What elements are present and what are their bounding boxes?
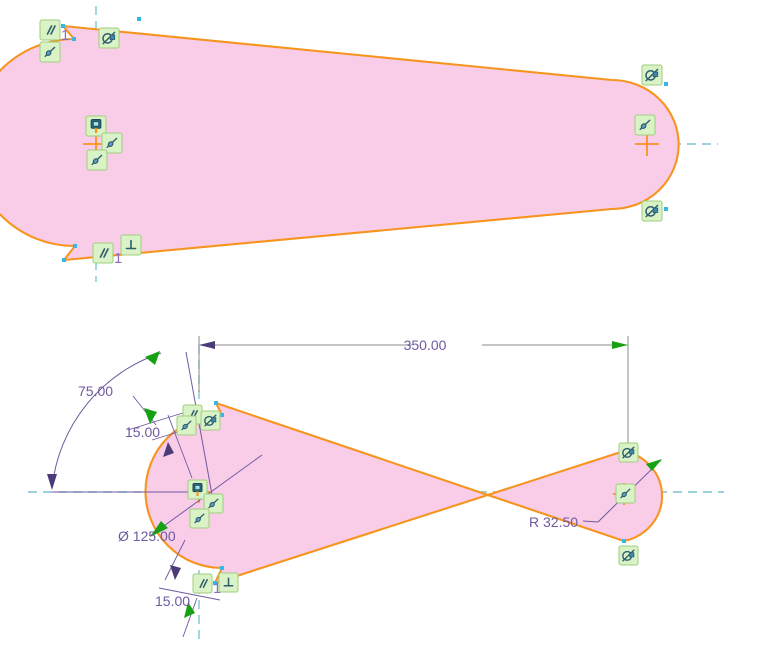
dimension-value-radius-32-50[interactable]: R 32.50 bbox=[529, 514, 578, 530]
constraint-badge-tangent-upper[interactable] bbox=[98, 27, 120, 49]
constraint-badge-fix-upper-left[interactable] bbox=[176, 415, 197, 436]
constraint-badge-origin-anchor[interactable] bbox=[187, 479, 208, 500]
constraint-badge-fix-center-below[interactable] bbox=[86, 149, 108, 171]
arrowhead-lower-purple bbox=[170, 565, 181, 580]
dimension-line-upper bbox=[127, 411, 187, 431]
constraint-badge-origin-anchor[interactable] bbox=[85, 115, 107, 137]
top-view-sketch-points bbox=[61, 17, 668, 262]
dimension-value-diameter-125[interactable]: Ø 125.00 bbox=[118, 528, 176, 544]
constraint-badge-parallel-lower[interactable]: 1 bbox=[192, 573, 221, 597]
arrowhead-upper-green bbox=[144, 408, 157, 424]
constraint-badge-tangent-right-top[interactable] bbox=[641, 64, 663, 86]
extension-line-lower-a bbox=[164, 539, 186, 581]
arrowhead-lower-green bbox=[184, 602, 195, 618]
constraint-number-label: 1 bbox=[61, 27, 69, 44]
top-view[interactable]: 1 bbox=[0, 6, 718, 282]
arrowhead-upper-purple bbox=[163, 442, 174, 457]
constraint-badge-tangent-right-bottom[interactable] bbox=[618, 545, 639, 566]
constraint-badge-tangent-right-bottom[interactable] bbox=[641, 200, 663, 222]
constraint-badge-fix-center-right[interactable] bbox=[101, 132, 123, 154]
constraint-badge-fix-upper-left[interactable] bbox=[39, 41, 61, 63]
dimension-line-upper-tail bbox=[151, 431, 179, 441]
constraint-badge-parallel-lower[interactable]: 1 bbox=[92, 242, 122, 267]
dimension-angle-75[interactable]: 75.00 bbox=[47, 351, 214, 501]
constraint-number-label: 1 bbox=[114, 250, 122, 267]
extension-line-lower-b bbox=[182, 597, 198, 638]
constraint-badge-fix-right-center[interactable] bbox=[615, 483, 636, 504]
top-view-constraint-badges[interactable]: 1 bbox=[39, 19, 663, 267]
dimension-length-350[interactable]: 350.00 bbox=[198, 336, 629, 455]
dimension-line-lower bbox=[158, 587, 221, 601]
constraint-badge-fix-center-right[interactable] bbox=[203, 493, 224, 514]
constraint-badge-tangent-right-top[interactable] bbox=[618, 442, 639, 463]
arrowhead-right bbox=[612, 341, 628, 349]
dimension-width-upper-15[interactable]: 15.00 bbox=[125, 395, 193, 479]
angle-arc bbox=[51, 352, 162, 489]
radius-leader-shoulder bbox=[582, 520, 599, 523]
arrowhead-angle-lower bbox=[47, 474, 57, 490]
dimension-value-75[interactable]: 75.00 bbox=[78, 383, 113, 399]
extension-line-upper-b bbox=[167, 414, 193, 479]
constraint-badge-fix-center-below[interactable] bbox=[189, 508, 210, 529]
arrowhead-diameter bbox=[150, 521, 168, 537]
arrowhead-left bbox=[199, 341, 215, 349]
constraint-badge-perpendicular-lower[interactable] bbox=[218, 572, 239, 593]
constraint-badge-parallel-upper[interactable]: 1 bbox=[39, 19, 69, 44]
dimension-value-15-lower[interactable]: 15.00 bbox=[155, 593, 190, 609]
angle-leg-inclined bbox=[185, 351, 214, 501]
top-view-profile[interactable] bbox=[0, 24, 680, 262]
dimension-value-350[interactable]: 350.00 bbox=[404, 337, 447, 353]
arrowhead-angle-upper bbox=[145, 351, 160, 365]
constraint-badge-fix-right-center[interactable] bbox=[634, 114, 656, 136]
constraint-badge-perpendicular-lower[interactable] bbox=[120, 234, 142, 256]
constraint-number-label: 1 bbox=[213, 580, 221, 597]
extension-line-upper-a bbox=[132, 395, 157, 426]
dimension-width-lower-15[interactable]: 15.00 bbox=[155, 539, 221, 638]
top-view-arc-center-marker[interactable] bbox=[635, 132, 659, 156]
bottom-view-constraint-badges[interactable]: 1 bbox=[176, 404, 639, 597]
bottom-view-profile[interactable] bbox=[144, 401, 664, 585]
constraint-badge-tangent-upper[interactable] bbox=[200, 410, 221, 431]
dimension-diameter-125[interactable]: Ø 125.00 bbox=[118, 454, 263, 544]
dimension-value-15-upper[interactable]: 15.00 bbox=[125, 424, 160, 440]
bottom-view[interactable]: 350.00 75.00 bbox=[28, 336, 724, 640]
arrowhead-radius bbox=[646, 459, 662, 471]
